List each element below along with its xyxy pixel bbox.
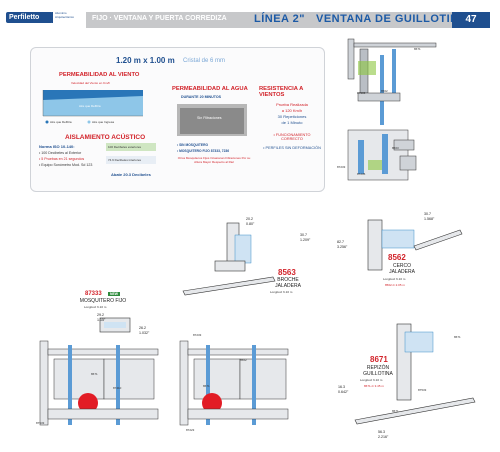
- dim-d7b: 0.642": [338, 390, 349, 394]
- code-c4: 8563: [392, 146, 399, 150]
- wind-perm-title: PERMEABILIDAD AL VIENTO: [59, 72, 140, 78]
- test-dimensions: 1.20 m x 1.00 m: [116, 56, 175, 65]
- water-chart-inner: [180, 108, 244, 134]
- dim-d2b: 1.209": [300, 238, 311, 242]
- wind-res-2: a 120 Km/h: [281, 108, 303, 113]
- code-c12: 8671: [203, 384, 210, 388]
- frame-section-drawing-top: [347, 38, 437, 125]
- wind-res-4: de 1 Minuto: [281, 120, 303, 125]
- dim-d6: 26.2: [139, 326, 146, 330]
- code-c3: 8562: [381, 89, 388, 93]
- profile-8671-code: 8671: [370, 355, 388, 364]
- water-note-3: Otros Mosquiteros Fijos Ocasionan Filtra…: [177, 156, 251, 164]
- acoustic-box-1: 100 Decibeles exteriores: [108, 145, 142, 149]
- dim-d1b: 0.80": [246, 222, 255, 226]
- code-c5: 87233: [337, 165, 346, 169]
- wind-res-5: • FUNCIONAMIENTO CORRECTO: [273, 133, 311, 141]
- dim-d7: 16.3: [338, 385, 345, 389]
- dim-d3b: 1.568": [424, 217, 435, 221]
- wind-perm-legend-1: Aire que Defiltra: [50, 120, 72, 124]
- acoustic-title: AISLAMIENTO ACÚSTICO: [65, 134, 146, 141]
- test-glass: Cristal de 6 mm: [183, 58, 226, 64]
- profile-87333-length: Longitud: 6.10 m: [84, 305, 107, 309]
- profile-8671-length: Longitud: 6.10 m: [360, 378, 383, 382]
- profile-8563-name-2: JALADERA: [275, 283, 301, 289]
- profile-8562-name-1: CERCO: [392, 263, 412, 269]
- wind-perm-legend-2: Aire que Ingresa: [92, 120, 115, 124]
- profile-8563-drawing: [182, 222, 276, 296]
- assembly-drawing-left: [39, 340, 159, 426]
- dim-d8b: 3.256": [337, 245, 348, 249]
- wind-perm-chart: [42, 90, 143, 124]
- code-c2: 87333: [357, 91, 366, 95]
- wind-perm-subtitle: Velocidad del Viento en Km/h: [71, 81, 111, 85]
- wind-res-6: • PERFILES SIN DEFORMACIÓN: [263, 146, 321, 150]
- page-header: Perfiletto Aluminio Arquitectónico FIJO …: [0, 0, 500, 30]
- wind-res-1: Prueba Realizada: [276, 102, 308, 107]
- profile-8562-name-2: JALADERA: [389, 269, 415, 275]
- sash-section-drawing: [347, 129, 417, 181]
- dim-d6b: 1.032": [139, 331, 150, 335]
- profile-8671-name-2: GUILLOTINA: [363, 371, 393, 377]
- dim-d5b: 2.216": [378, 435, 389, 439]
- code-c9: 87410: [113, 386, 122, 390]
- test-results-box: 1.20 m x 1.00 m Cristal de 6 mm PERMEABI…: [30, 47, 325, 192]
- line-title: LÍNEA 2": [254, 13, 305, 25]
- acoustic-line-1: • 100 Decibeles al Exterior: [39, 151, 82, 155]
- code-c10: 87233: [193, 333, 202, 337]
- dim-d5: 56.3: [378, 430, 385, 434]
- dim-d4b: 1.15": [97, 318, 106, 322]
- assembly-drawing-middle: [179, 340, 289, 426]
- dim-d4: 29.2: [97, 313, 104, 317]
- profile-8563-length: Longitud: 6.10 m: [270, 290, 293, 294]
- profile-8562-weight: 8562-C 2.05 m: [385, 283, 405, 287]
- acoustic-box-2: 74.9 Decibeles interiores: [108, 158, 142, 162]
- profile-8671-drawing: [354, 323, 476, 425]
- profile-8563-code: 8563: [278, 268, 296, 277]
- water-note-2: • MOSQUITERO FIJO 87333, 7236: [177, 149, 230, 153]
- brand-logo: Perfiletto: [6, 12, 53, 23]
- water-title: PERMEABILIDAD AL AGUA: [172, 86, 248, 92]
- code-c8: 8671: [91, 372, 98, 376]
- wind-res-title: RESISTENCIA A VIENTOS: [259, 86, 304, 98]
- water-note-1: • SIN MOSQUITERO: [177, 143, 209, 147]
- profile-8562-length: Longitud: 6.10 m: [383, 277, 406, 281]
- acoustic-result: Abate 20.3 Decibeles: [111, 172, 151, 177]
- dim-d1: 20.2: [246, 217, 253, 221]
- code-c11: 8562: [240, 358, 247, 362]
- profile-87333-badge: NEW: [108, 292, 120, 296]
- product-title: VENTANA DE GUILLOTINA: [316, 13, 468, 25]
- profile-87333-name: MOSQUITERO FIJO: [79, 298, 127, 304]
- profile-8671-name-1: REPIZÓN: [366, 365, 390, 371]
- dim-d2: 30.7: [300, 233, 307, 237]
- profile-87333-drawing: [99, 317, 131, 333]
- wind-perm-chart-label: Aire que Defiltra: [79, 104, 101, 108]
- acoustic-line-3: • Equipo Sonómetro Mod. Sd 123: [39, 163, 93, 167]
- acoustic-bar-exterior: [106, 143, 156, 151]
- brand-subtitle: Aluminio Arquitectónico: [52, 11, 77, 23]
- acoustic-norm: Norma ISO 10-140:: [39, 144, 75, 149]
- profile-8563-name-1: BROCHE: [277, 277, 299, 283]
- code-c16: 8671: [392, 409, 399, 413]
- page-number: 47: [452, 12, 490, 28]
- acoustic-bar-interior: [106, 156, 156, 164]
- section-label: FIJO · VENTANA Y PUERTA CORREDIZA: [92, 15, 227, 22]
- code-c15: 87533: [418, 388, 427, 392]
- water-subtitle: DURANTE 20 MINUTOS: [181, 95, 222, 99]
- code-c13: 87223: [186, 428, 195, 432]
- profile-8562-drawing: [367, 219, 463, 271]
- code-c14: 8671: [454, 335, 461, 339]
- profile-87333-code: 87333: [85, 291, 102, 297]
- code-c1: 8671: [414, 47, 421, 51]
- water-chart-label: Sin Filtraciones: [197, 116, 222, 120]
- code-c6: 87235: [357, 172, 366, 176]
- header-band: FIJO · VENTANA Y PUERTA CORREDIZA LÍNEA …: [86, 12, 490, 28]
- acoustic-line-2: • 5 Pruebas en 21 segundos: [39, 157, 85, 161]
- dim-d3: 30.7: [424, 212, 431, 216]
- profile-8671-weight: 8671-C 3.45 m: [364, 384, 384, 388]
- profile-8562-code: 8562: [388, 253, 406, 262]
- dim-d8: 82.7: [337, 240, 344, 244]
- code-c7: 87533: [36, 421, 45, 425]
- wind-res-3: 30 Repeticiones: [277, 114, 307, 119]
